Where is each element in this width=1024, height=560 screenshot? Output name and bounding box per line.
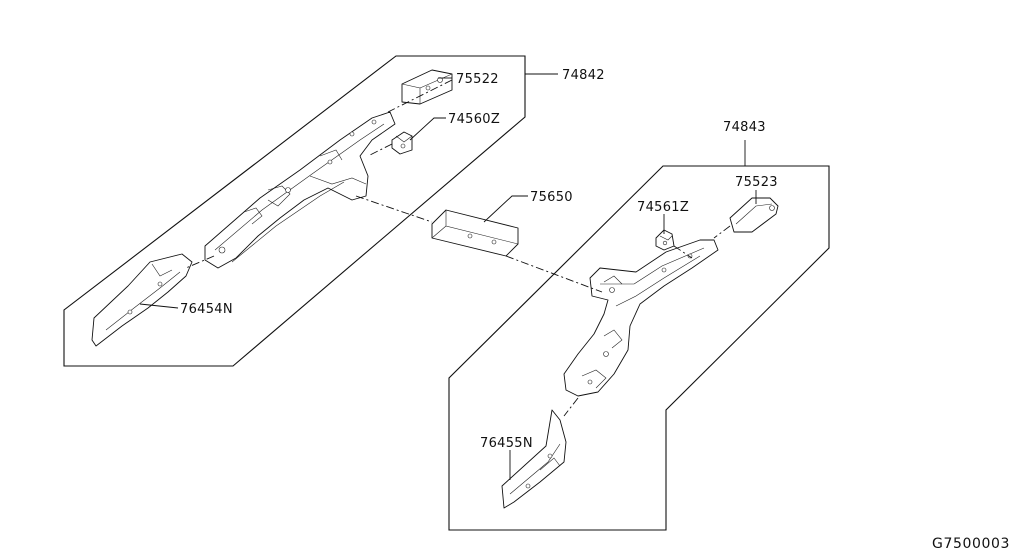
label-75650: 75650 — [530, 190, 573, 205]
part-75650-crossmember — [431, 209, 519, 257]
label-74560z: 74560Z — [448, 112, 500, 127]
part-75523-bracket — [729, 197, 779, 233]
label-76454n: 76454N — [180, 302, 233, 317]
alignment-line-75522 — [387, 79, 453, 113]
leader-75650 — [483, 195, 528, 223]
alignment-line-center — [355, 195, 433, 223]
leader-76454n — [139, 303, 179, 309]
label-74843: 74843 — [723, 120, 766, 135]
assembly-frame-right — [448, 165, 830, 531]
label-76455n: 76455N — [480, 436, 533, 451]
label-74561z: 74561Z — [637, 200, 689, 215]
part-74561z-bracket — [655, 229, 675, 251]
part-member-rear-right — [563, 239, 719, 397]
alignment-line-74560z — [367, 143, 393, 157]
alignment-line-74561z — [673, 245, 693, 259]
label-75522: 75522 — [456, 72, 499, 87]
part-76455n-extension — [501, 409, 567, 509]
figure-code: G7500003 — [932, 536, 1010, 552]
part-75522-bracket — [401, 69, 453, 105]
part-74560z-bracket — [391, 131, 413, 155]
part-76454n-extension — [91, 253, 193, 347]
part-member-rear-left — [204, 111, 396, 269]
label-75523: 75523 — [735, 175, 778, 190]
leader-74560z — [409, 117, 446, 141]
alignment-line-right-extension — [563, 397, 579, 417]
label-74842: 74842 — [562, 68, 605, 83]
assembly-frame-left — [63, 55, 526, 367]
alignment-line-75523 — [713, 225, 731, 239]
alignment-line-center-right — [505, 255, 603, 293]
alignment-line-left-extension — [185, 255, 215, 269]
